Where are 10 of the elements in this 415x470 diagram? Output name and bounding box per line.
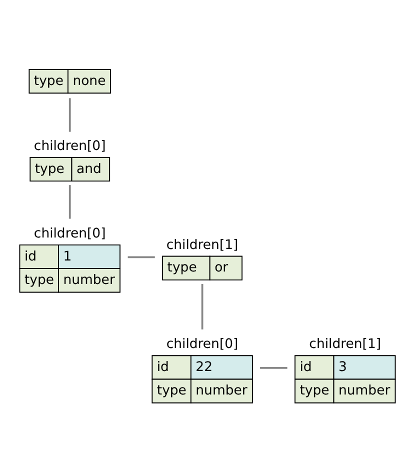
- node-label: children[1]: [166, 238, 238, 253]
- node-label: children[0]: [34, 226, 106, 242]
- connector: [260, 366, 288, 369]
- connector: [68, 98, 71, 132]
- connector: [201, 284, 204, 330]
- node-label: children[0]: [34, 139, 106, 154]
- connector: [128, 256, 155, 258]
- node-label: children[0]: [166, 337, 238, 352]
- node-label: children[1]: [309, 337, 382, 352]
- connector: [68, 185, 71, 219]
